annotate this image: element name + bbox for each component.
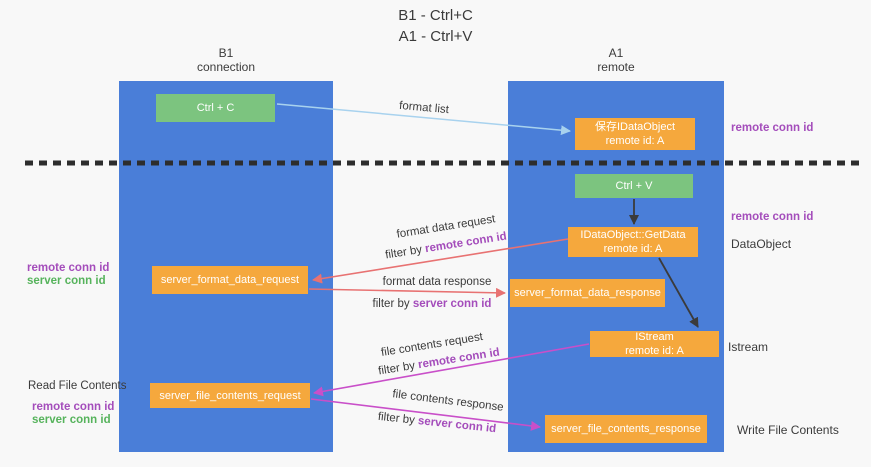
annotation-server-conn-id-left2: server conn id	[32, 414, 111, 426]
column-b1-name: B1	[218, 46, 234, 60]
annotation-dataobject: DataObject	[731, 237, 792, 251]
edge-label-file-contents-response: file contents response	[391, 388, 505, 414]
annotation-remote-conn-id-left2: remote conn id	[32, 401, 115, 413]
edge-label-filter-server-1: filter by server conn id	[373, 298, 492, 310]
column-b1-role: connection	[196, 60, 256, 74]
node-istream: IStream remote id: A	[590, 331, 719, 357]
annotation-remote-conn-id-mid: remote conn id	[731, 211, 814, 223]
filter-by-text: filter by	[384, 243, 427, 262]
node-ctrl-v: Ctrl + V	[575, 174, 693, 198]
filter-by-text: filter by	[377, 359, 420, 378]
node-server-format-data-response: server_format_data_response	[510, 279, 665, 307]
column-header-b1: B1 connection	[119, 46, 333, 74]
annotation-server-conn-id-left1: server conn id	[27, 275, 106, 287]
node-save-idataobject-line2: remote id: A	[605, 135, 665, 147]
edge-label-format-data-response: format data response	[382, 276, 492, 288]
node-server-file-contents-request: server_file_contents_request	[150, 383, 310, 408]
node-getdata-line1: IDataObject::GetData	[580, 229, 686, 241]
node-file-request-label: server_file_contents_request	[159, 389, 301, 402]
node-save-idataobject: 保存IDataObject remote id: A	[575, 118, 695, 150]
node-idataobject-getdata: IDataObject::GetData remote id: A	[568, 227, 698, 257]
filter-by-text: filter by	[377, 410, 419, 427]
diagram-title: B1 - Ctrl+C A1 - Ctrl+V	[0, 5, 871, 47]
node-istream-line1: IStream	[635, 331, 674, 343]
node-server-file-contents-response: server_file_contents_response	[545, 415, 707, 443]
edge-label-filter-server-2: filter by server conn id	[377, 411, 496, 435]
node-istream-line2: remote id: A	[625, 345, 684, 357]
node-ctrl-v-label: Ctrl + V	[615, 180, 653, 192]
column-a1-name: A1	[608, 46, 624, 60]
server-conn-id-text: server conn id	[412, 298, 492, 310]
node-format-request-label: server_format_data_request	[160, 274, 300, 286]
annotation-write-file-contents: Write File Contents	[737, 423, 839, 437]
column-a1-role: remote	[597, 60, 635, 74]
node-ctrl-c-label: Ctrl + C	[196, 102, 235, 114]
annotation-remote-conn-id-top: remote conn id	[731, 122, 814, 134]
arrow-format-data-response	[308, 287, 506, 298]
filter-by-text: filter by	[372, 298, 413, 310]
edge-label-format-list: format list	[398, 99, 450, 117]
annotation-remote-conn-id-left1: remote conn id	[27, 262, 110, 274]
title-line-1: B1 - Ctrl+C	[398, 7, 473, 24]
node-server-format-data-request: server_format_data_request	[152, 266, 308, 294]
node-file-response-label: server_file_contents_response	[551, 423, 701, 435]
column-header-a1: A1 remote	[508, 46, 724, 74]
annotation-read-file-contents: Read File Contents	[28, 380, 127, 392]
annotation-istream: Istream	[728, 340, 769, 354]
annotation-conn-ids-file: remote conn id server conn id	[32, 401, 114, 427]
title-line-2: A1 - Ctrl+V	[398, 28, 473, 45]
node-ctrl-c: Ctrl + C	[156, 94, 275, 122]
node-save-idataobject-line1: 保存IDataObject	[594, 121, 676, 133]
node-format-response-label: server_format_data_response	[514, 287, 661, 299]
annotation-conn-ids-format: remote conn id server conn id	[27, 262, 109, 288]
node-getdata-line2: remote id: A	[603, 243, 663, 255]
server-conn-id-text: server conn id	[417, 415, 497, 436]
